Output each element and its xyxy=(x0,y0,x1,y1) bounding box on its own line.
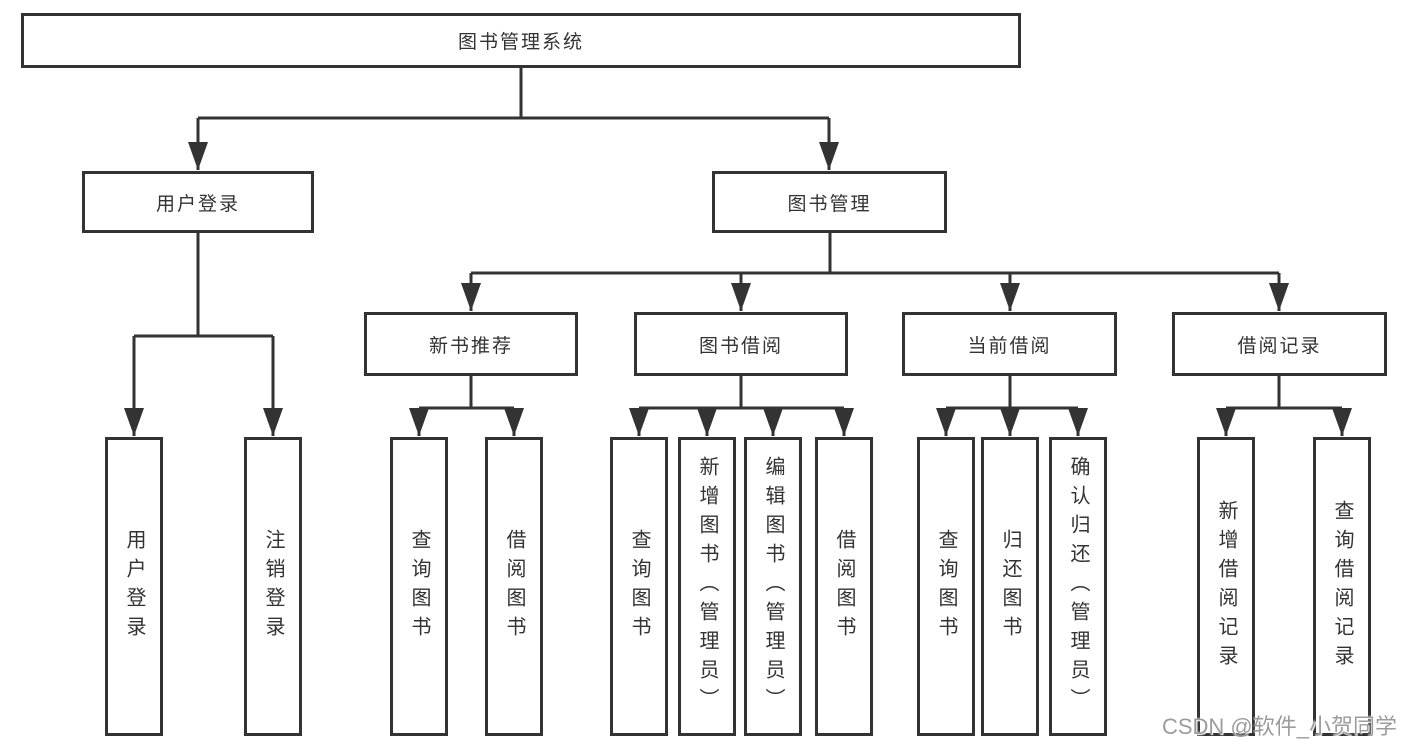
connector-user-login-children xyxy=(124,233,283,436)
leaf-query-borrow-record-label: 查询借阅记录 xyxy=(1331,499,1353,674)
connector-book-management-to-level3 xyxy=(461,233,1289,311)
leaf-borrow-books-recommend-label: 借阅图书 xyxy=(503,528,525,645)
node-book-borrow: 图书借阅 xyxy=(634,312,848,376)
leaf-add-book-admin: 新增图书（管理员） xyxy=(678,437,736,736)
leaf-query-books-recommend: 查询图书 xyxy=(390,437,448,736)
node-root: 图书管理系统 xyxy=(21,13,1021,68)
leaf-return-book-label: 归还图书 xyxy=(999,528,1021,645)
node-book-management-label: 图书管理 xyxy=(787,193,872,215)
watermark: CSDN @软件_小贺同学 xyxy=(1161,714,1397,739)
connector-borrow-records-children xyxy=(1216,376,1352,436)
connector-new-book-recommend-children xyxy=(409,376,524,436)
connector-current-borrow-children xyxy=(936,376,1088,436)
node-current-borrow: 当前借阅 xyxy=(902,312,1117,376)
leaf-user-login: 用户登录 xyxy=(105,437,163,736)
node-new-book-recommend-label: 新书推荐 xyxy=(428,335,513,357)
leaf-logout-label: 注销登录 xyxy=(262,528,284,645)
leaf-borrow-books-recommend: 借阅图书 xyxy=(485,437,543,736)
node-current-borrow-label: 当前借阅 xyxy=(967,335,1052,357)
leaf-confirm-return-admin-label: 确认归还（管理员） xyxy=(1067,456,1089,717)
leaf-add-borrow-record-label: 新增借阅记录 xyxy=(1215,499,1237,674)
leaf-edit-book-admin: 编辑图书（管理员） xyxy=(744,437,802,736)
leaf-query-books-recommend-label: 查询图书 xyxy=(408,528,430,645)
leaf-borrow-books-borrow: 借阅图书 xyxy=(815,437,873,736)
connector-book-borrow-children xyxy=(629,376,854,436)
leaf-borrow-books-borrow-label: 借阅图书 xyxy=(833,528,855,645)
node-root-label: 图书管理系统 xyxy=(457,32,584,53)
node-book-management: 图书管理 xyxy=(712,171,947,233)
node-book-borrow-label: 图书借阅 xyxy=(698,335,783,357)
leaf-edit-book-admin-label: 编辑图书（管理员） xyxy=(762,456,784,717)
node-borrow-records-label: 借阅记录 xyxy=(1237,335,1322,357)
leaf-query-books-current-label: 查询图书 xyxy=(935,528,957,645)
node-borrow-records: 借阅记录 xyxy=(1172,312,1387,376)
leaf-query-books-current: 查询图书 xyxy=(917,437,975,736)
leaf-add-borrow-record: 新增借阅记录 xyxy=(1197,437,1255,736)
leaf-query-borrow-record: 查询借阅记录 xyxy=(1313,437,1371,736)
node-user-login: 用户登录 xyxy=(82,171,314,233)
leaf-add-book-admin-label: 新增图书（管理员） xyxy=(696,456,718,717)
connector-root-to-level2 xyxy=(188,68,839,170)
leaf-query-books-borrow: 查询图书 xyxy=(610,437,668,736)
node-new-book-recommend: 新书推荐 xyxy=(364,312,578,376)
leaf-user-login-label: 用户登录 xyxy=(123,528,145,645)
leaf-logout: 注销登录 xyxy=(244,437,302,736)
leaf-return-book: 归还图书 xyxy=(981,437,1039,736)
leaf-query-books-borrow-label: 查询图书 xyxy=(628,528,650,645)
leaf-confirm-return-admin: 确认归还（管理员） xyxy=(1049,437,1107,736)
node-user-login-label: 用户登录 xyxy=(155,193,240,215)
